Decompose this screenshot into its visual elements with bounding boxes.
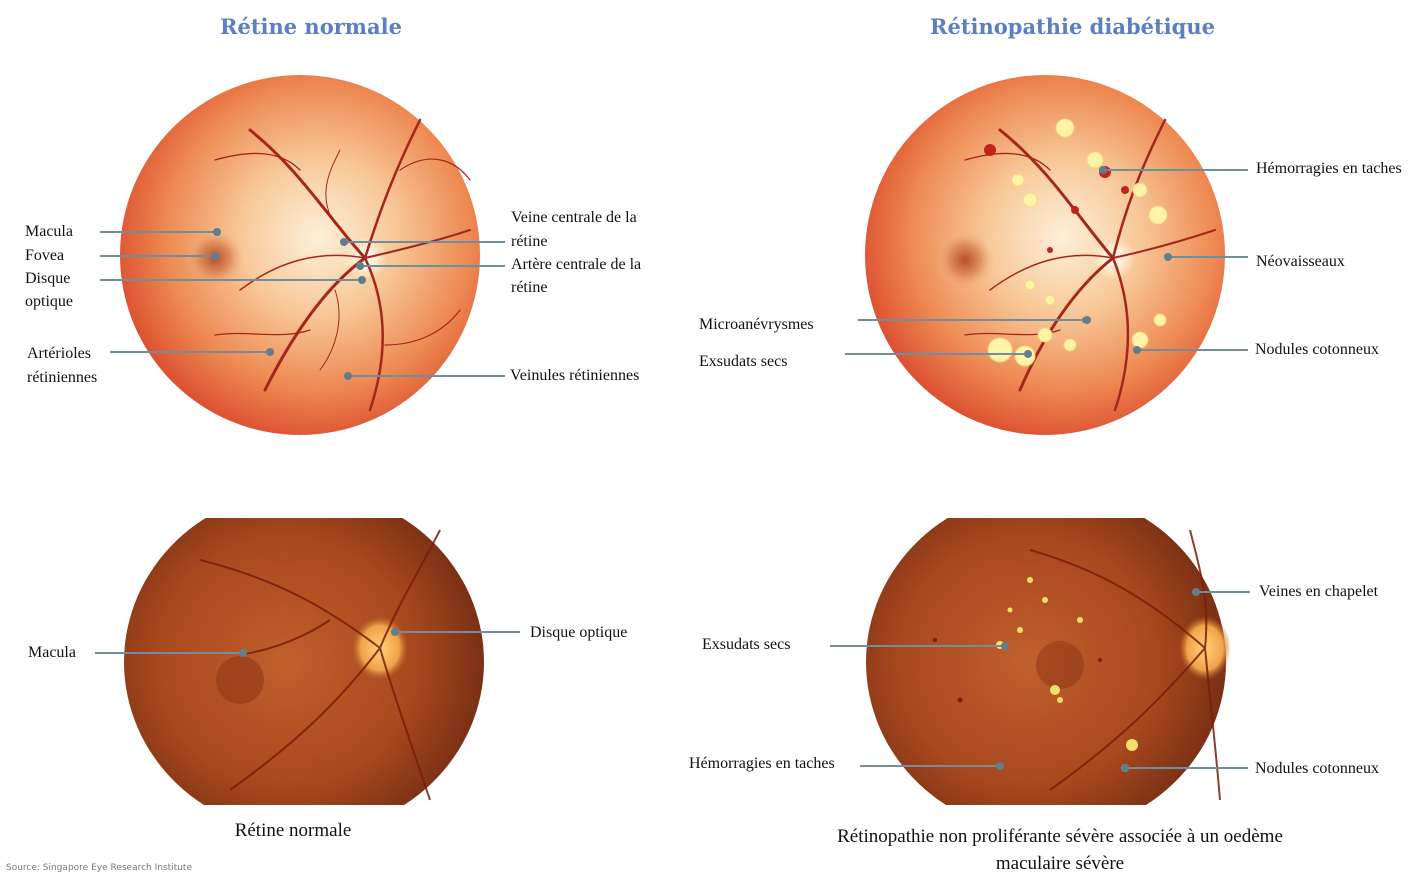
normal-fundus-photo xyxy=(124,490,484,834)
label-hemorragies-photo: Hémorragies en taches xyxy=(689,752,835,775)
label-nodules-top: Nodules cotonneux xyxy=(1255,338,1379,361)
caption-diabetic-line1: Rétinopathie non proliférante sévère ass… xyxy=(820,823,1300,850)
label-macula: Macula xyxy=(25,220,73,243)
label-veinules: Veinules rétiniennes xyxy=(510,364,639,387)
label-artere-line2: rétine xyxy=(511,276,547,299)
heading-normal: Rétine normale xyxy=(220,14,402,39)
label-fovea: Fovea xyxy=(25,244,64,267)
label-disque-photo: Disque optique xyxy=(530,621,627,644)
caption-normal: Rétine normale xyxy=(193,817,393,844)
diabetic-fundus-photo xyxy=(866,490,1231,834)
label-nodules-photo: Nodules cotonneux xyxy=(1255,757,1379,780)
label-veine-line1: Veine centrale de la xyxy=(511,206,637,229)
label-veines-chapelet: Veines en chapelet xyxy=(1259,580,1378,603)
label-arterioles-line1: Artérioles xyxy=(27,342,91,365)
label-hemorragies-top: Hémorragies en taches xyxy=(1256,157,1402,180)
source-credit: Source: Singapore Eye Research Institute xyxy=(6,863,192,873)
label-arterioles-line2: rétiniennes xyxy=(27,366,97,389)
label-microanevrysmes: Microanévrysmes xyxy=(699,313,814,336)
label-disque-line1: Disque xyxy=(25,267,70,290)
caption-diabetic-line2: maculaire sévère xyxy=(820,850,1300,877)
label-exsudats-top: Exsudats secs xyxy=(699,350,787,373)
label-neovaisseaux: Néovaisseaux xyxy=(1256,250,1345,273)
label-disque-line2: optique xyxy=(25,290,73,313)
label-veine-line2: rétine xyxy=(511,230,547,253)
label-macula-photo: Macula xyxy=(28,641,76,664)
label-exsudats-photo: Exsudats secs xyxy=(702,633,790,656)
heading-diabetic: Rétinopathie diabétique xyxy=(930,14,1215,39)
label-artere-line1: Artère centrale de la xyxy=(511,253,641,276)
